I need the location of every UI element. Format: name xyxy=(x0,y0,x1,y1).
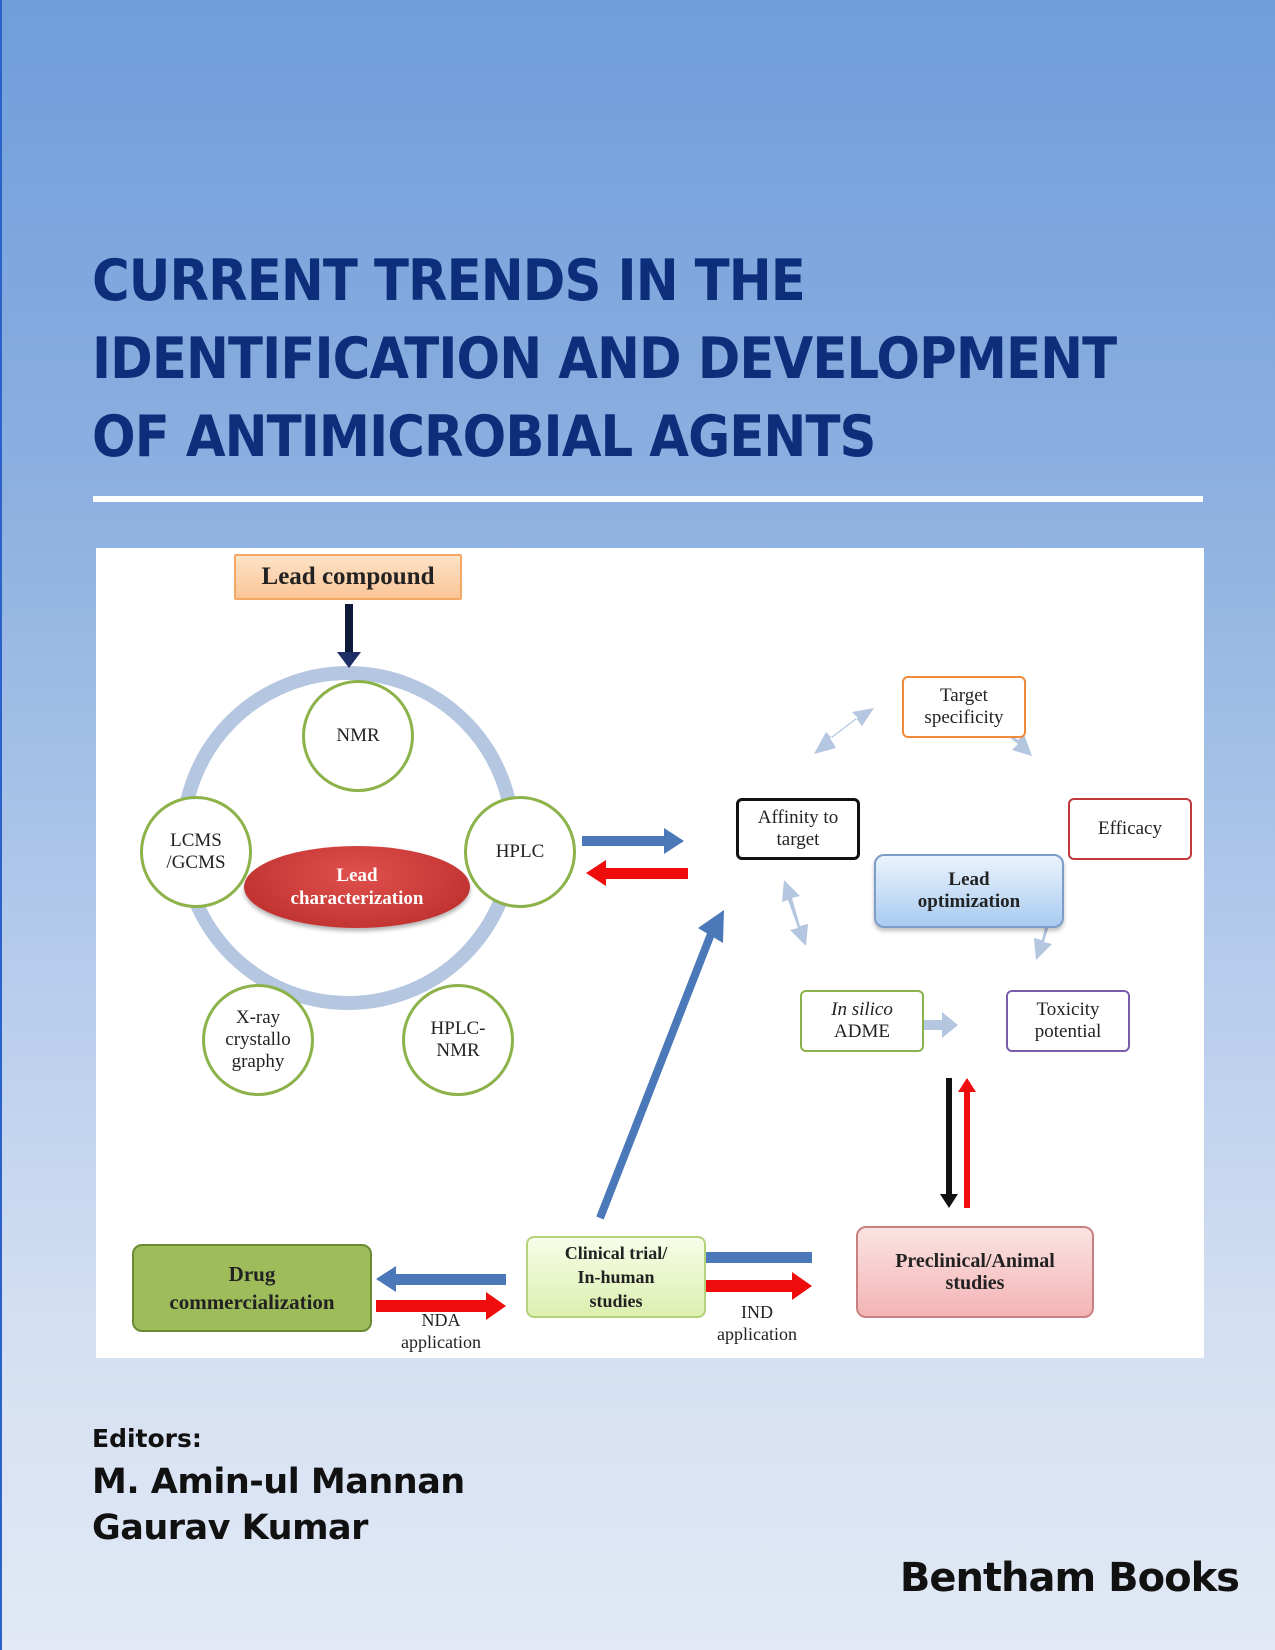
nda-application-label: NDA application xyxy=(401,1310,481,1352)
method-lcms-gcms: LCMS /GCMS xyxy=(140,796,252,908)
ind-application-label: IND application xyxy=(717,1302,797,1344)
editors-label: Editors: xyxy=(92,1424,202,1453)
factor-toxicity-potential: Toxicity potential xyxy=(1006,990,1130,1052)
publisher-name: Bentham Books xyxy=(899,1555,1240,1601)
lead-compound-box: Lead compound xyxy=(234,554,462,600)
lead-optimization-box: Lead optimization xyxy=(874,854,1064,928)
method-hplc-nmr: HPLC- NMR xyxy=(402,984,514,1096)
factor-target-specificity: Target specificity xyxy=(902,676,1026,738)
method-nmr: NMR xyxy=(302,680,414,792)
stage-drug-commercialization: Drug commercialization xyxy=(132,1244,372,1332)
editor-name-2: Gaurav Kumar xyxy=(92,1508,368,1548)
lead-characterization-ellipse: Lead characterization xyxy=(244,846,470,928)
cover-left-edge xyxy=(0,0,2,1650)
title-line-1: CURRENT TRENDS IN THE xyxy=(92,248,806,314)
method-hplc: HPLC xyxy=(464,796,576,908)
title-line-2: IDENTIFICATION AND DEVELOPMENT xyxy=(92,326,1117,392)
stage-preclinical-animal-studies: Preclinical/Animal studies xyxy=(856,1226,1094,1318)
drug-development-diagram: Lead compound NMR HPLC HPLC- NMR X-ray c… xyxy=(96,548,1204,1358)
title-line-3: OF ANTIMICROBIAL AGENTS xyxy=(92,404,877,470)
title-divider xyxy=(93,496,1203,502)
factor-efficacy: Efficacy xyxy=(1068,798,1192,860)
book-title: CURRENT TRENDS IN THE IDENTIFICATION AND… xyxy=(92,242,1117,476)
diagram-connectors xyxy=(176,604,1058,1320)
stage-clinical-trial: Clinical trial/ In-human studies xyxy=(526,1236,706,1318)
factor-affinity-to-target: Affinity to target xyxy=(736,798,860,860)
method-xray-crystallography: X-ray crystallo graphy xyxy=(202,984,314,1096)
editor-name-1: M. Amin-ul Mannan xyxy=(92,1462,465,1502)
factor-in-silico-adme: In silico ADME xyxy=(800,990,924,1052)
